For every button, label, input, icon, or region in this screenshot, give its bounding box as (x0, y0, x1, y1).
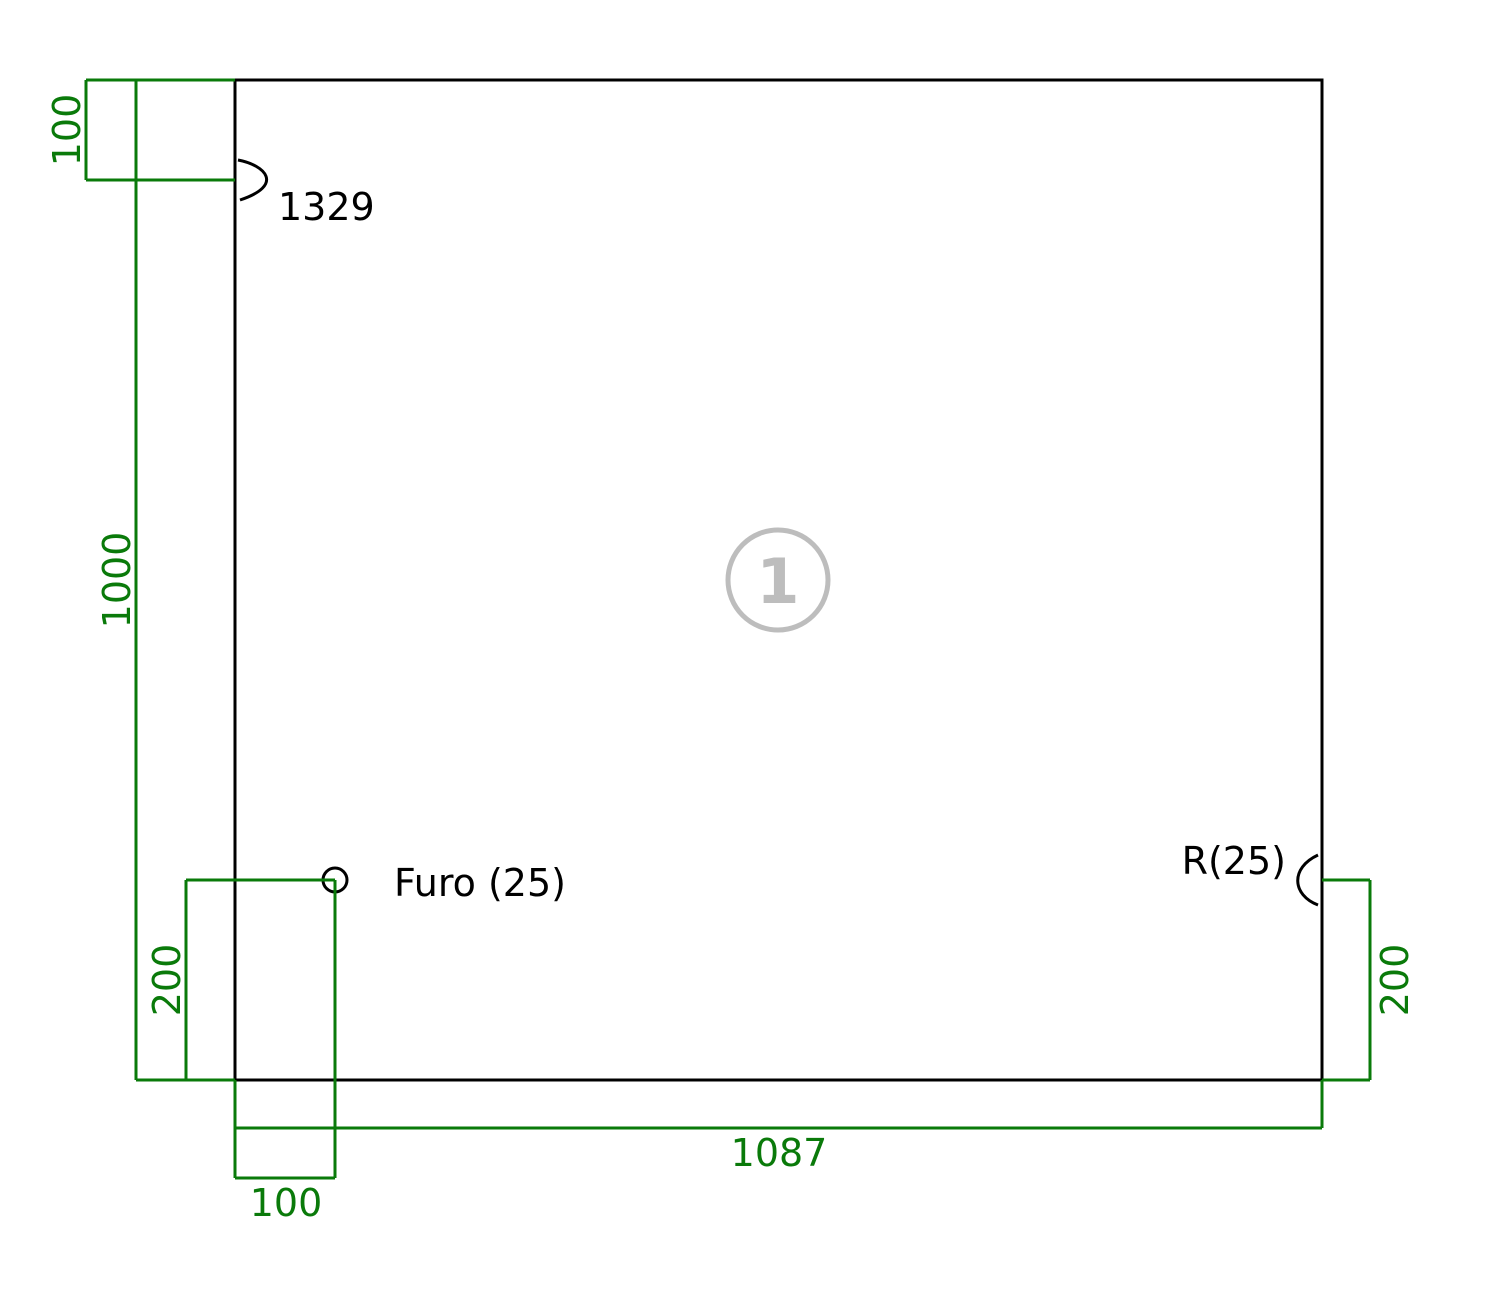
hole-label: Furo (25) (394, 861, 566, 905)
part-number-badge: 1 (725, 527, 831, 633)
radius-label: R(25) (1182, 839, 1286, 883)
dimension-notch-vertical (1322, 878, 1372, 1082)
dim-label-width: 1087 (731, 1131, 828, 1175)
dimension-hole-vertical (184, 878, 335, 1080)
dimension-width (235, 1080, 1324, 1130)
edge-label: 1329 (278, 185, 375, 229)
dim-label-top-offset: 100 (45, 94, 89, 167)
edge-notch-marker (237, 158, 269, 202)
part-number-text: 1 (756, 545, 799, 618)
dimension-hole-horizontal (233, 880, 337, 1180)
part-number-ring (725, 527, 831, 633)
dim-label-notch-vertical: 200 (1373, 944, 1417, 1017)
dim-label-hole-horizontal: 100 (250, 1181, 323, 1225)
dim-label-hole-vertical: 200 (145, 944, 189, 1017)
dimension-top-offset (84, 78, 235, 182)
part-outline (233, 78, 1324, 1082)
dim-label-height: 1000 (95, 532, 139, 629)
radius-notch-arc (1296, 853, 1319, 907)
